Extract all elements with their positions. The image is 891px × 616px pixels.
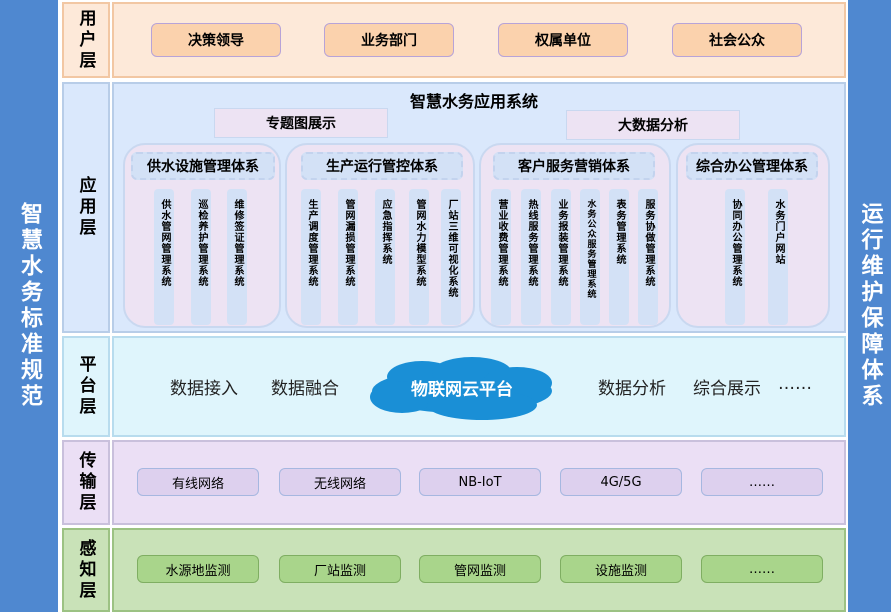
system-item: 管网漏损管理系统 xyxy=(338,189,358,325)
group-title: 供水设施管理体系 xyxy=(131,152,275,180)
network-item: 有线网络 xyxy=(137,468,259,496)
big-data-analysis: 大数据分析 xyxy=(566,110,740,140)
network-item: 4G/5G xyxy=(560,468,682,496)
platform-item: 数据融合 xyxy=(271,379,339,399)
system-item: 服务协做管理系统 xyxy=(638,189,658,325)
transport-layer-label: 传输层 xyxy=(62,440,110,525)
thematic-map-display: 专题图展示 xyxy=(214,108,388,138)
user-item: 业务部门 xyxy=(324,23,454,57)
operations-bar: 运行维护保障体系 xyxy=(848,0,891,612)
system-item: 水务门户网站 xyxy=(768,189,788,325)
platform-layer-label: 平台层 xyxy=(62,336,110,437)
system-item: 厂站三维可视化系统 xyxy=(441,189,461,325)
network-item: …… xyxy=(701,468,823,496)
iot-cloud-platform: 物联网云平台 xyxy=(411,380,513,400)
group-title: 生产运行管控体系 xyxy=(301,152,463,180)
monitoring-item: …… xyxy=(701,555,823,583)
system-item: 协同办公管理系统 xyxy=(725,189,745,325)
user-item: 权属单位 xyxy=(498,23,628,57)
system-item: 供水管网管理系统 xyxy=(154,189,174,325)
monitoring-item: 水源地监测 xyxy=(137,555,259,583)
group-water-supply: 供水设施管理体系 供水管网管理系统 巡检养护管理系统 维修签证管理系统 xyxy=(123,143,281,328)
system-item: 热线服务管理系统 xyxy=(521,189,541,325)
group-title: 综合办公管理体系 xyxy=(686,152,818,180)
system-item: 生产调度管理系统 xyxy=(301,189,321,325)
system-item: 水务公众服务管理系统 xyxy=(580,189,600,325)
sensing-layer-label: 感知层 xyxy=(62,528,110,612)
system-item: 应急指挥系统 xyxy=(375,189,395,325)
group-customer-service: 客户服务营销体系 营业收费管理系统 热线服务管理系统 业务报装管理系统 水务公众… xyxy=(479,143,671,328)
app-system-title: 智慧水务应用系统 xyxy=(410,92,539,111)
monitoring-item: 厂站监测 xyxy=(279,555,401,583)
system-item: 营业收费管理系统 xyxy=(491,189,511,325)
platform-item: …… xyxy=(778,374,812,394)
network-item: NB-IoT xyxy=(419,468,541,496)
system-item: 巡检养护管理系统 xyxy=(191,189,211,325)
platform-item: 数据分析 xyxy=(598,379,666,399)
standards-bar: 智慧水务标准规范 xyxy=(0,0,58,612)
system-item: 维修签证管理系统 xyxy=(227,189,247,325)
group-title: 客户服务营销体系 xyxy=(493,152,655,180)
monitoring-item: 管网监测 xyxy=(419,555,541,583)
platform-item: 数据接入 xyxy=(170,379,238,399)
system-item: 表务管理系统 xyxy=(609,189,629,325)
network-item: 无线网络 xyxy=(279,468,401,496)
group-production: 生产运行管控体系 生产调度管理系统 管网漏损管理系统 应急指挥系统 管网水力模型… xyxy=(285,143,475,328)
user-item: 决策领导 xyxy=(151,23,281,57)
user-layer-label: 用户层 xyxy=(62,2,110,78)
monitoring-item: 设施监测 xyxy=(560,555,682,583)
group-office: 综合办公管理体系 协同办公管理系统 水务门户网站 xyxy=(676,143,830,328)
cloud-icon xyxy=(370,357,552,420)
system-item: 业务报装管理系统 xyxy=(551,189,571,325)
app-layer-label: 应用层 xyxy=(62,82,110,333)
platform-item: 综合展示 xyxy=(693,379,761,399)
system-item: 管网水力模型系统 xyxy=(409,189,429,325)
user-item: 社会公众 xyxy=(672,23,802,57)
